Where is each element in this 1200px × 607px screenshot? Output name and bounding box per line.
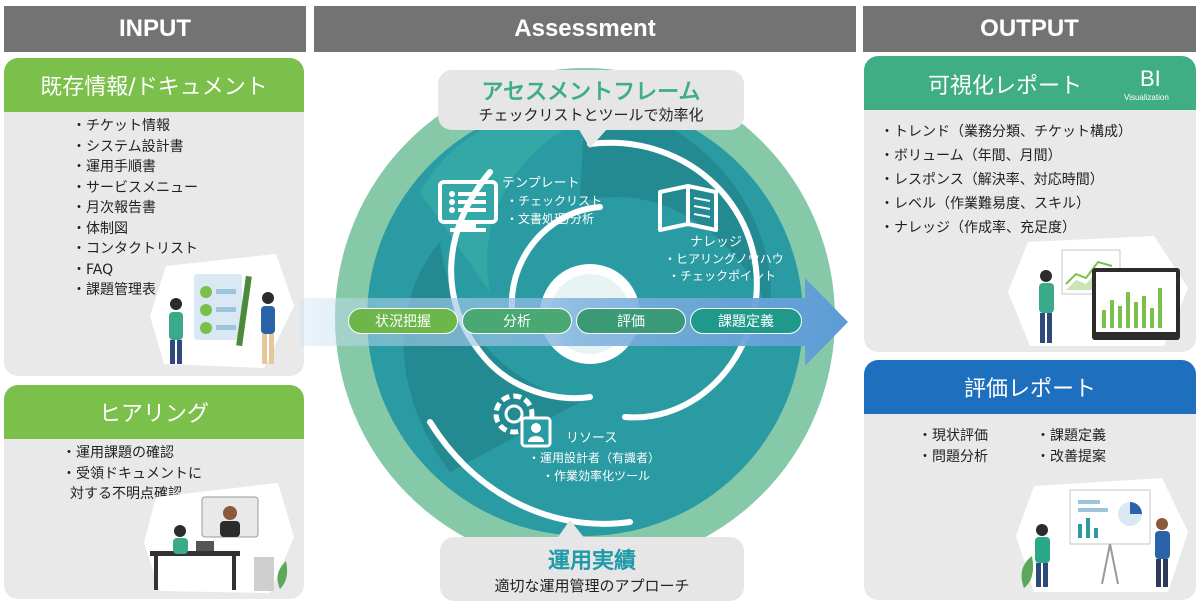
hearing-item: 運用課題の確認 — [62, 443, 202, 464]
hearing-item: 受領ドキュメントに — [62, 464, 202, 485]
input-header: INPUT — [4, 6, 306, 52]
analytics-illustration — [1008, 236, 1188, 346]
swirl-line — [427, 419, 633, 527]
visual-report-item: ナレッジ（作成率、充足度） — [880, 216, 1132, 240]
framework-title: アセスメントフレーム — [481, 80, 701, 105]
assessment-header: Assessment — [314, 6, 856, 52]
presentation-illustration — [1016, 478, 1188, 592]
evaluation-report-card: 評価レポート 現状評価 問題分析 課題定義 改善提案 — [864, 360, 1196, 600]
documents-title: 既存情報/ドキュメント — [4, 58, 304, 112]
framework-bubble: アセスメントフレーム チェックリストとツールで効率化 — [438, 70, 744, 130]
bubble-pointer — [556, 520, 586, 540]
documents-list: チケット情報 システム設計書 運用手順書 サービスメニュー 月次報告書 体制図 … — [72, 116, 198, 301]
resource-item: ・作業効率化ツール — [542, 469, 651, 483]
knowledge-item: ・ヒアリングノウハウ — [664, 252, 784, 266]
evaluation-item: 問題分析 — [918, 447, 988, 468]
visual-report-card: 可視化レポート BI Visualization トレンド（業務分類、チケット構… — [864, 56, 1196, 352]
step-tag: 評価 — [576, 308, 686, 334]
step-tag: 状況把握 — [348, 308, 458, 334]
evaluation-col2: 課題定義 改善提案 — [1036, 426, 1106, 467]
hearing-card: ヒアリング 運用課題の確認 受領ドキュメントに 対する不明点確認 — [4, 385, 304, 599]
resource-item: ・運用設計者（有識者） — [528, 451, 661, 465]
gear-person-icon — [493, 393, 552, 448]
template-title: テンプレート — [502, 176, 580, 191]
knowledge-title: ナレッジ — [690, 235, 743, 250]
hearing-continuation: 対する不明点確認 — [70, 486, 182, 502]
visual-report-header: 可視化レポート BI Visualization — [864, 56, 1196, 110]
bubble-pointer — [578, 128, 608, 148]
documents-item: システム設計書 — [72, 137, 198, 158]
template-item: ・チェックリスト — [506, 194, 603, 208]
visual-report-item: レベル（作業難易度、スキル） — [880, 192, 1132, 216]
documents-item: サービスメニュー — [72, 178, 198, 199]
documents-item: コンタクトリスト — [72, 239, 198, 260]
video-call-illustration — [144, 483, 294, 593]
evaluation-col1: 現状評価 問題分析 — [918, 426, 988, 467]
bi-label: BI — [1140, 66, 1161, 91]
swirl-blade — [580, 100, 771, 312]
results-title: 運用実績 — [547, 549, 636, 574]
step-tag: 課題定義 — [690, 308, 802, 334]
template-item: ・文書処理/分析 — [506, 212, 595, 226]
documents-item: チケット情報 — [72, 116, 198, 137]
documents-item: FAQ — [72, 260, 198, 281]
results-subtitle: 適切な運用管理のアプローチ — [494, 577, 690, 595]
results-bubble: 運用実績 適切な運用管理のアプローチ — [440, 537, 744, 601]
hearing-title: ヒアリング — [4, 385, 304, 439]
documents-item: 体制図 — [72, 219, 198, 240]
monitor-icon — [438, 180, 498, 232]
documents-card: 既存情報/ドキュメント チケット情報 システム設計書 運用手順書 サービスメニュ… — [4, 58, 304, 376]
output-header: OUTPUT — [863, 6, 1196, 52]
documents-item: 課題管理表 — [72, 280, 198, 301]
documents-item: 月次報告書 — [72, 198, 198, 219]
knowledge-item: ・チェックポイント — [668, 269, 777, 283]
visual-report-item: レスポンス（解決率、対応時間） — [880, 168, 1132, 192]
visual-report-list: トレンド（業務分類、チケット構成） ボリューム（年間、月間） レスポンス（解決率… — [880, 120, 1132, 240]
step-tag: 分析 — [462, 308, 572, 334]
evaluation-item: 改善提案 — [1036, 447, 1106, 468]
evaluation-report-title: 評価レポート — [864, 360, 1196, 414]
bi-sublabel: Visualization — [1124, 93, 1169, 102]
hearing-list: 運用課題の確認 受領ドキュメントに — [62, 443, 202, 484]
book-icon — [658, 184, 718, 232]
swirl-blade — [420, 109, 600, 292]
evaluation-item: 現状評価 — [918, 426, 988, 447]
framework-subtitle: チェックリストとツールで効率化 — [478, 106, 704, 124]
documents-item: 運用手順書 — [72, 157, 198, 178]
resource-title: リソース — [566, 431, 618, 446]
checklist-illustration — [150, 254, 294, 368]
visual-report-item: トレンド（業務分類、チケット構成） — [880, 120, 1132, 144]
evaluation-item: 課題定義 — [1036, 426, 1106, 447]
visual-report-title: 可視化レポート — [928, 74, 1083, 99]
process-arrow — [300, 278, 848, 366]
visual-report-item: ボリューム（年間、月間） — [880, 144, 1132, 168]
